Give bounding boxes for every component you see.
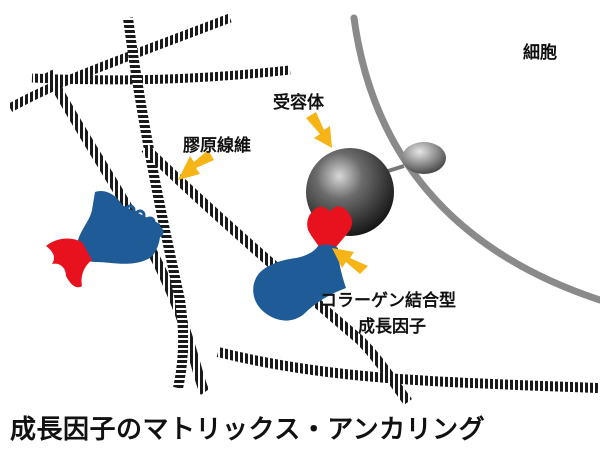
arrow-growth-factor-icon [332,248,368,274]
binding-domain-left [76,190,161,264]
collagen-fiber-2 [31,65,291,85]
growth-factor-center [253,206,353,321]
cell-label: 細胞 [523,43,557,63]
growth-factor-label-line2: 成長因子 [358,317,426,337]
binding-domain-center [253,244,346,321]
growth-factor-left [46,190,164,288]
arrow-collagen-icon [178,150,214,180]
growth-factor-red-left [46,238,92,288]
collagen-fibers [7,13,599,406]
arrows [178,112,368,274]
collagen-fiber-3 [43,69,210,395]
growth-factor-red-center [307,206,353,252]
collagen-fiber-4 [123,17,189,390]
receptor-label: 受容体 [273,93,324,113]
diagram-title: 成長因子のマトリックス・アンカリング [10,415,486,445]
collagen-fiber-1 [7,13,232,112]
arrow-receptor-icon [306,112,332,148]
growth-factor-label-line1: コラーゲン結合型 [320,291,456,311]
collagen-fiber-6 [216,347,599,393]
collagen-fiber-label: 膠原線維 [183,136,251,156]
receptor-small-domain [402,142,446,174]
cell-membrane [350,14,600,304]
